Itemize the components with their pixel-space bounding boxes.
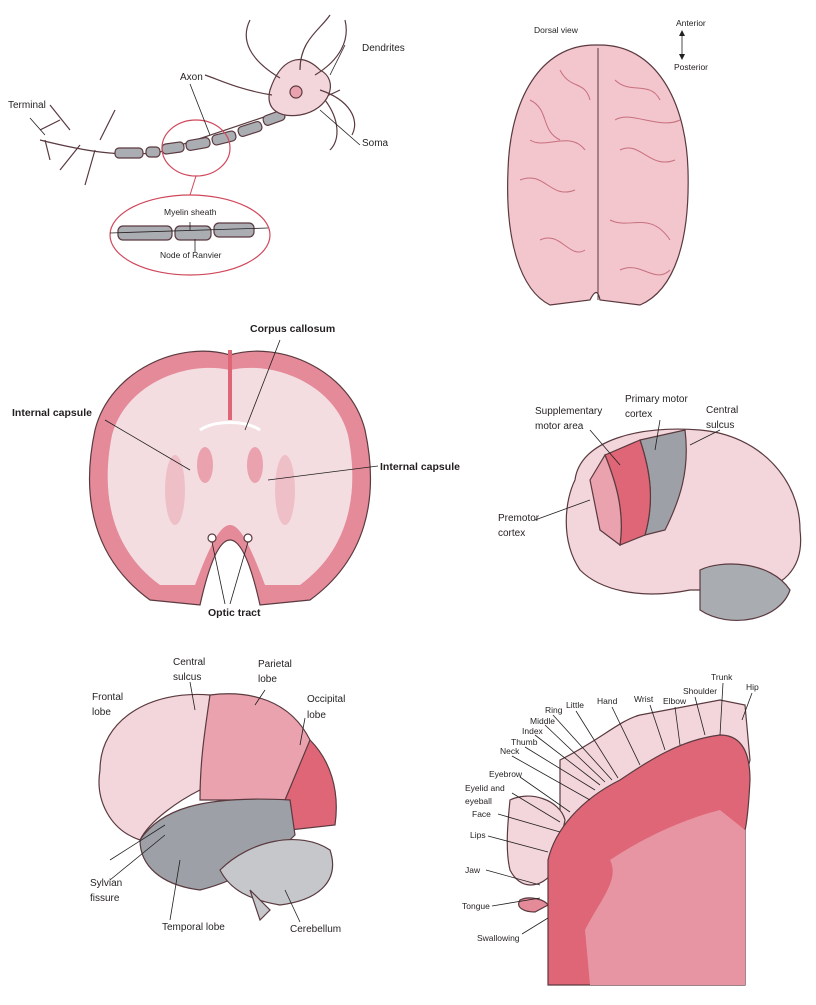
- label-central-sulcus-1: Central: [706, 405, 738, 416]
- label-premotor-2: cortex: [498, 528, 525, 539]
- label-occipital-1: Occipital: [307, 694, 345, 705]
- label-ring: Ring: [545, 705, 563, 715]
- label-hip: Hip: [746, 682, 759, 692]
- label-premotor-1: Premotor: [498, 513, 540, 524]
- dorsal-brain-illustration: [507, 30, 689, 306]
- label-lobes-central-2: sulcus: [173, 672, 201, 683]
- lobes-illustration: [98, 681, 337, 923]
- label-frontal-2: lobe: [92, 707, 111, 718]
- label-tongue: Tongue: [462, 901, 490, 911]
- label-myelin-sheath: Myelin sheath: [164, 207, 217, 217]
- label-little: Little: [566, 700, 584, 710]
- label-eyebrow: Eyebrow: [489, 769, 523, 779]
- label-eyelid-2: eyeball: [465, 796, 492, 806]
- label-thumb: Thumb: [511, 737, 538, 747]
- label-middle: Middle: [530, 716, 555, 726]
- label-primary-motor-2: cortex: [625, 409, 652, 420]
- label-axon: Axon: [180, 72, 203, 83]
- label-elbow: Elbow: [663, 696, 687, 706]
- label-primary-motor-1: Primary motor: [625, 394, 688, 405]
- coronal-section-illustration: [88, 339, 379, 606]
- label-sylvian-1: Sylvian: [90, 878, 122, 889]
- label-sma-2: motor area: [535, 421, 584, 432]
- label-dorsal-view: Dorsal view: [534, 25, 579, 35]
- label-eyelid-1: Eyelid and: [465, 783, 505, 793]
- homunculus-illustration: [485, 682, 753, 986]
- motor-cortex-illustration: [534, 419, 802, 621]
- label-lips: Lips: [470, 830, 486, 840]
- label-trunk: Trunk: [711, 672, 733, 682]
- label-corpus-callosum: Corpus callosum: [250, 323, 335, 335]
- label-wrist: Wrist: [634, 694, 654, 704]
- label-parietal-1: Parietal: [258, 659, 292, 670]
- neuron-illustration: [29, 14, 361, 276]
- label-optic-tract: Optic tract: [208, 607, 261, 619]
- label-internal-capsule-right: Internal capsule: [380, 461, 460, 473]
- label-occipital-2: lobe: [307, 710, 326, 721]
- label-temporal: Temporal lobe: [162, 922, 225, 933]
- label-sylvian-2: fissure: [90, 893, 120, 904]
- label-dendrites: Dendrites: [362, 43, 405, 54]
- label-parietal-2: lobe: [258, 674, 277, 685]
- label-cerebellum: Cerebellum: [290, 924, 341, 935]
- label-lobes-central-1: Central: [173, 657, 205, 668]
- label-index: Index: [522, 726, 544, 736]
- label-central-sulcus-2: sulcus: [706, 420, 734, 431]
- label-posterior: Posterior: [674, 62, 708, 72]
- label-face: Face: [472, 809, 491, 819]
- label-anterior: Anterior: [676, 18, 706, 28]
- label-swallowing: Swallowing: [477, 933, 520, 943]
- label-jaw: Jaw: [465, 865, 481, 875]
- label-neck: Neck: [500, 746, 520, 756]
- label-hand: Hand: [597, 696, 618, 706]
- label-shoulder: Shoulder: [683, 686, 717, 696]
- label-node-of-ranvier: Node of Ranvier: [160, 250, 222, 260]
- label-internal-capsule-left: Internal capsule: [12, 407, 92, 419]
- label-soma: Soma: [362, 138, 389, 149]
- label-sma-1: Supplementary: [535, 406, 602, 417]
- label-terminal: Terminal: [8, 100, 46, 111]
- label-frontal-1: Frontal: [92, 692, 123, 703]
